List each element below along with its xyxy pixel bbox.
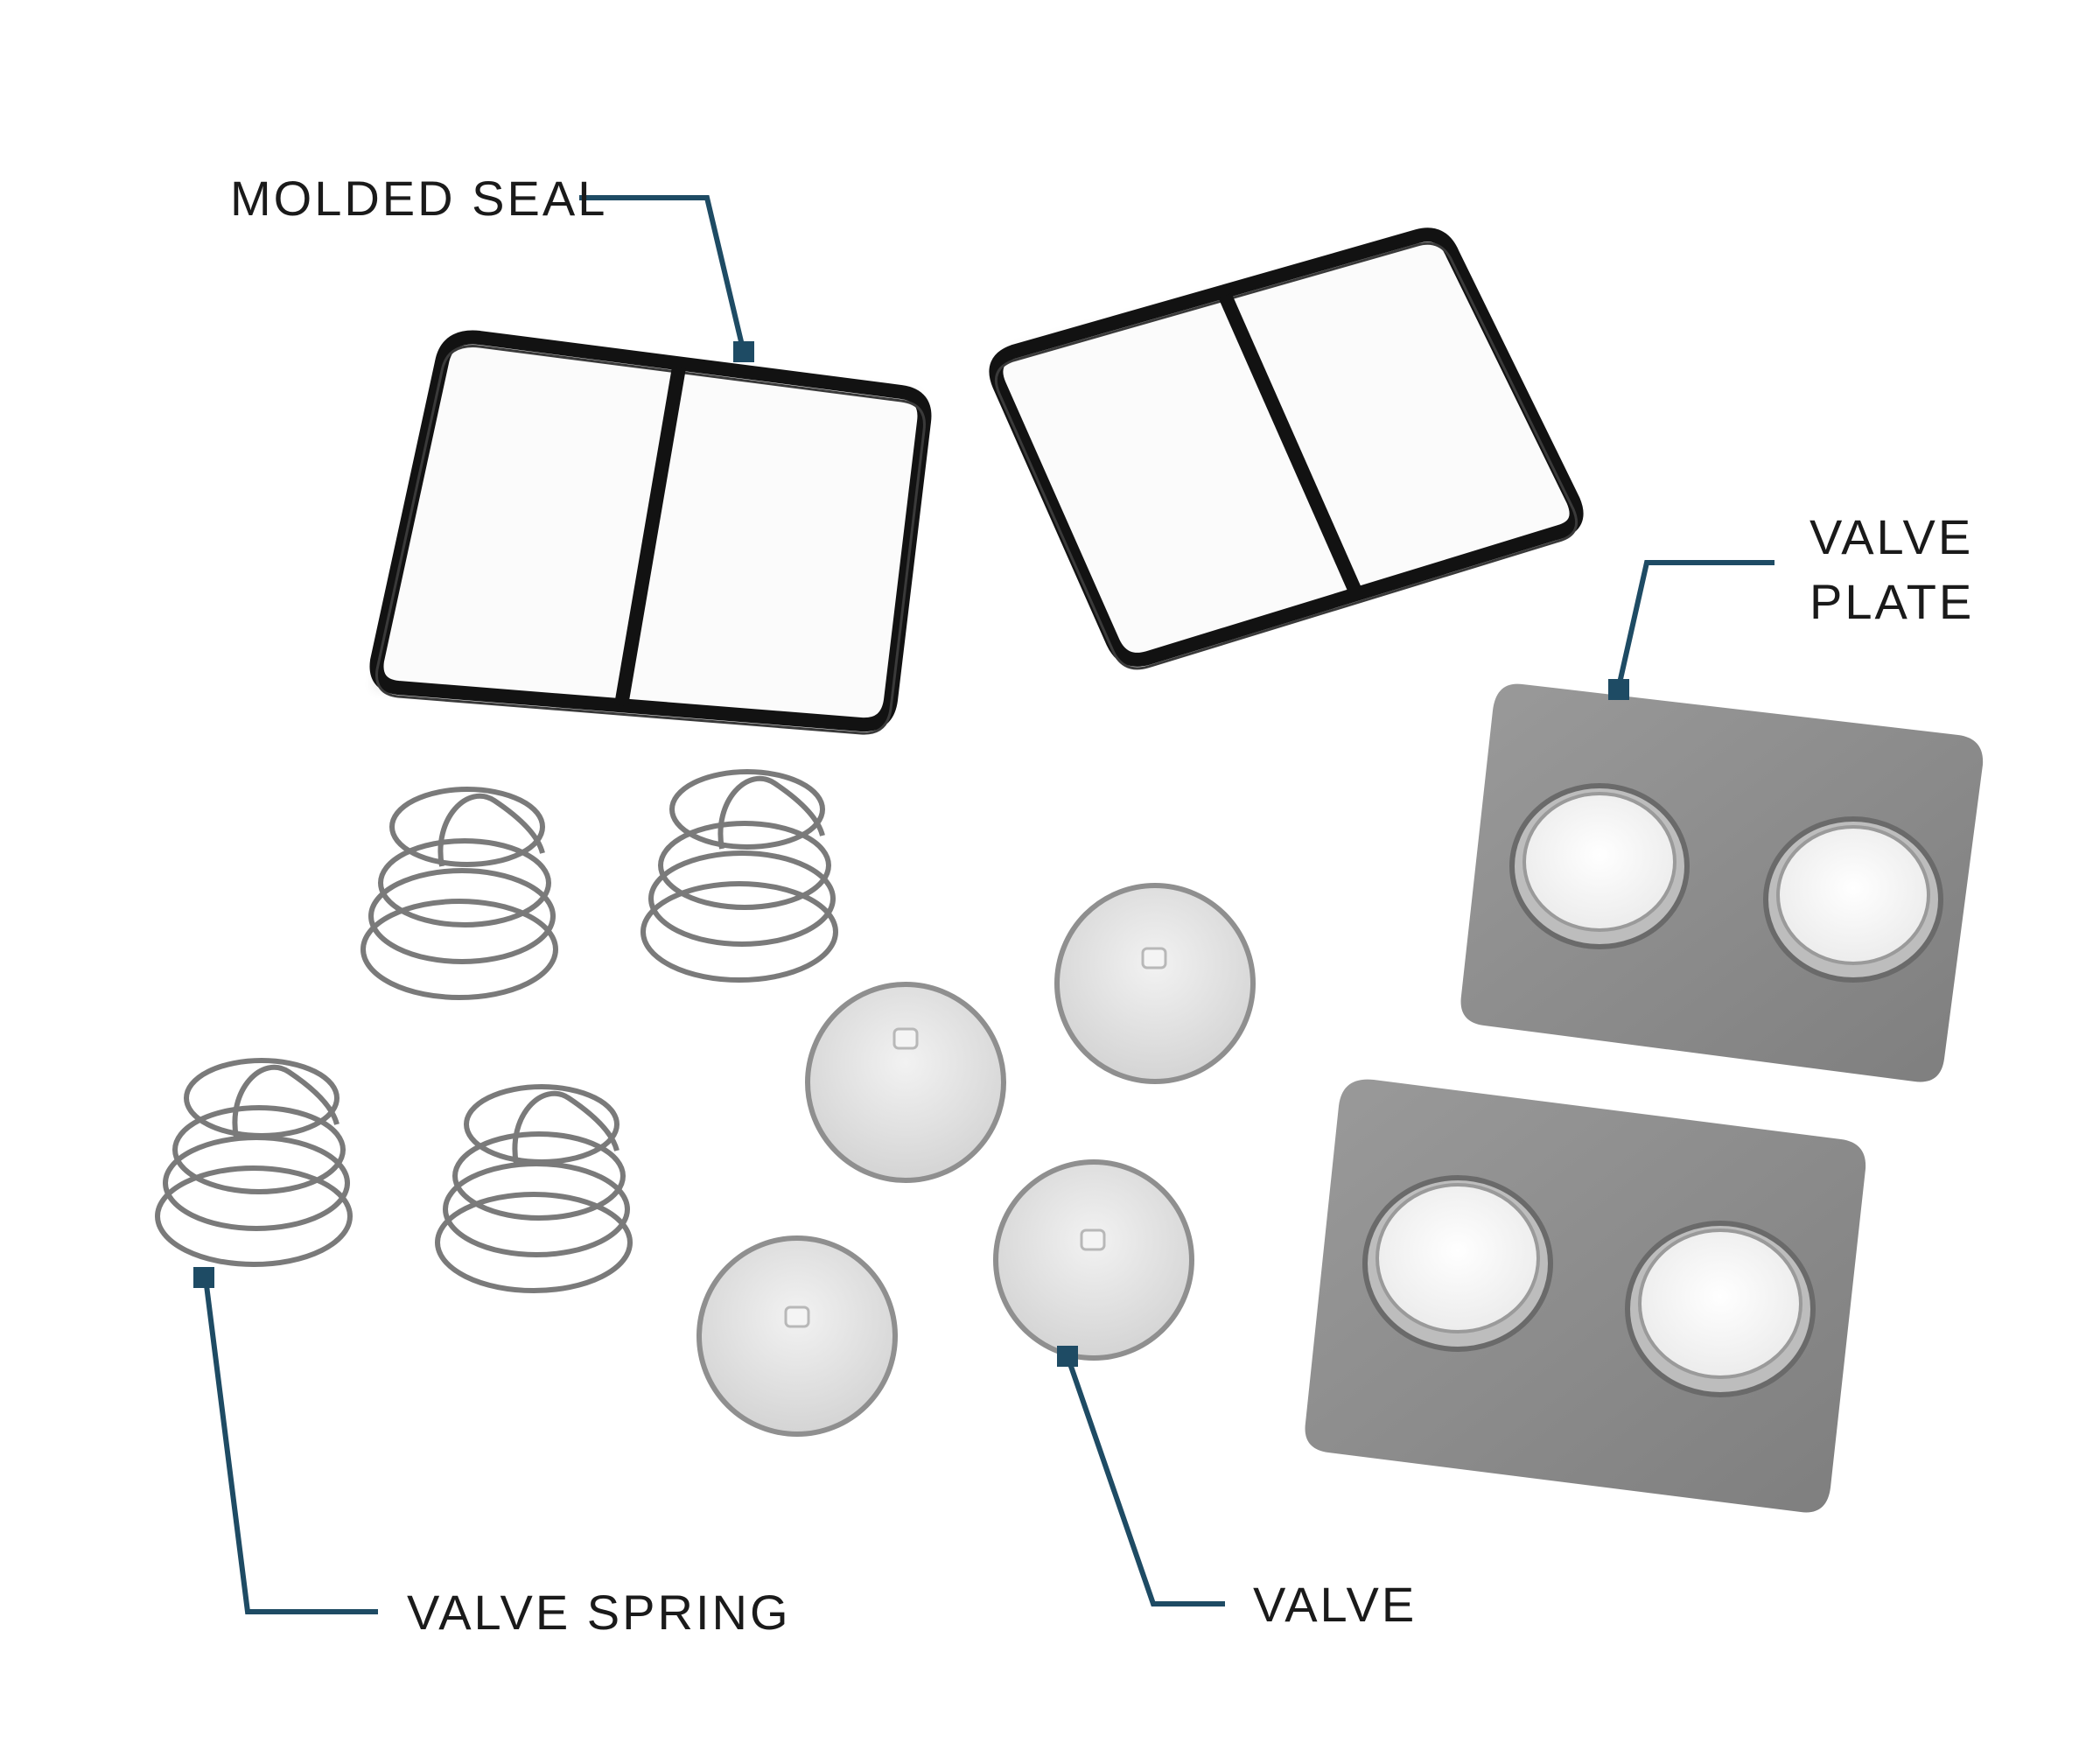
spring-coil [648, 850, 836, 947]
valve-spring-1 [360, 787, 558, 1000]
spring-coil [669, 769, 825, 850]
spring-coil [464, 1084, 620, 1165]
spring-hook [512, 1090, 620, 1165]
molded-seal-left [369, 330, 932, 735]
leader-valve-spring [193, 1267, 378, 1614]
label-valve-spring-text: VALVE SPRING [407, 1585, 791, 1640]
valve-plate-top [1460, 683, 1984, 1082]
spring-coil [172, 1105, 346, 1194]
spring-coil [184, 1058, 340, 1138]
spring-coil [378, 838, 551, 928]
leader-valve-plate [1608, 560, 1774, 700]
label-molded-seal: MOLDED SEAL [230, 166, 607, 231]
leader-valve [1057, 1346, 1225, 1606]
molded-seal-right [989, 228, 1584, 670]
label-molded-seal-text: MOLDED SEAL [230, 171, 608, 226]
label-valve: VALVE [1253, 1572, 1417, 1637]
spring-coil [368, 868, 556, 964]
spring-coil [435, 1192, 633, 1293]
valve-spring-3 [155, 1058, 353, 1267]
valve-disc-1 [805, 982, 1006, 1183]
spring-hook [438, 793, 545, 867]
spring-coil [360, 899, 558, 1000]
valve-spring-2 [640, 769, 838, 983]
label-valve-text: VALVE [1253, 1577, 1418, 1632]
valve-springs [155, 769, 838, 1293]
spring-coil [640, 881, 838, 983]
valve-disc-2 [1054, 883, 1256, 1084]
spring-hook [232, 1064, 340, 1138]
spring-hook [718, 775, 825, 850]
valve-disc-4 [993, 1159, 1194, 1361]
spring-coil [658, 821, 831, 910]
spring-coil [389, 787, 545, 867]
label-valve-plate-line2: PLATE [1810, 574, 1975, 629]
valve-plate-bottom [1305, 1079, 1866, 1513]
label-valve-plate-line1: VALVE [1810, 509, 1974, 564]
label-valve-spring: VALVE SPRING [407, 1580, 791, 1645]
valve-spring-4 [435, 1084, 633, 1293]
leader-molded-seal [579, 195, 754, 362]
valve-disc-3 [696, 1236, 898, 1437]
label-valve-plate: VALVE PLATE [1810, 505, 1974, 634]
spring-coil [155, 1166, 353, 1267]
spring-coil [452, 1131, 626, 1221]
